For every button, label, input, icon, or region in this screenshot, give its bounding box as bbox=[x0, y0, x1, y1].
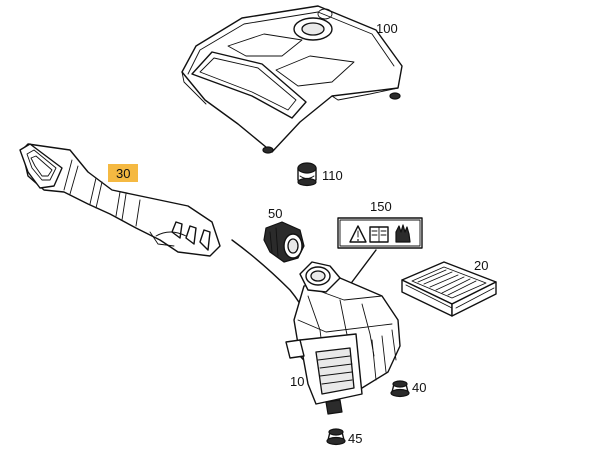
hose-coupling-part bbox=[263, 221, 305, 263]
glove-icon bbox=[395, 224, 411, 243]
part-label-100: 100 bbox=[376, 21, 398, 36]
part-label-10: 10 bbox=[290, 374, 304, 389]
grommet-part bbox=[297, 162, 317, 187]
air-filter-housing-part bbox=[285, 261, 401, 415]
part-label-150: 150 bbox=[370, 199, 392, 214]
warning-label-part bbox=[337, 217, 423, 249]
part-label-20: 20 bbox=[474, 258, 488, 273]
warning-triangle-icon bbox=[349, 225, 367, 243]
part-label-30: 30 bbox=[116, 166, 130, 181]
part-label-50: 50 bbox=[268, 206, 282, 221]
manual-book-icon bbox=[369, 226, 389, 243]
part-label-45: 45 bbox=[348, 431, 362, 446]
intake-duct-part bbox=[19, 143, 221, 257]
part-label-30-highlight: 30 bbox=[108, 164, 138, 182]
part-label-40: 40 bbox=[412, 380, 426, 395]
air-filter-part bbox=[401, 261, 497, 317]
rubber-mount-45-part bbox=[326, 428, 346, 446]
rubber-mount-40-part bbox=[390, 380, 410, 398]
part-label-110: 110 bbox=[322, 168, 343, 183]
engine-cover-part bbox=[181, 5, 403, 154]
